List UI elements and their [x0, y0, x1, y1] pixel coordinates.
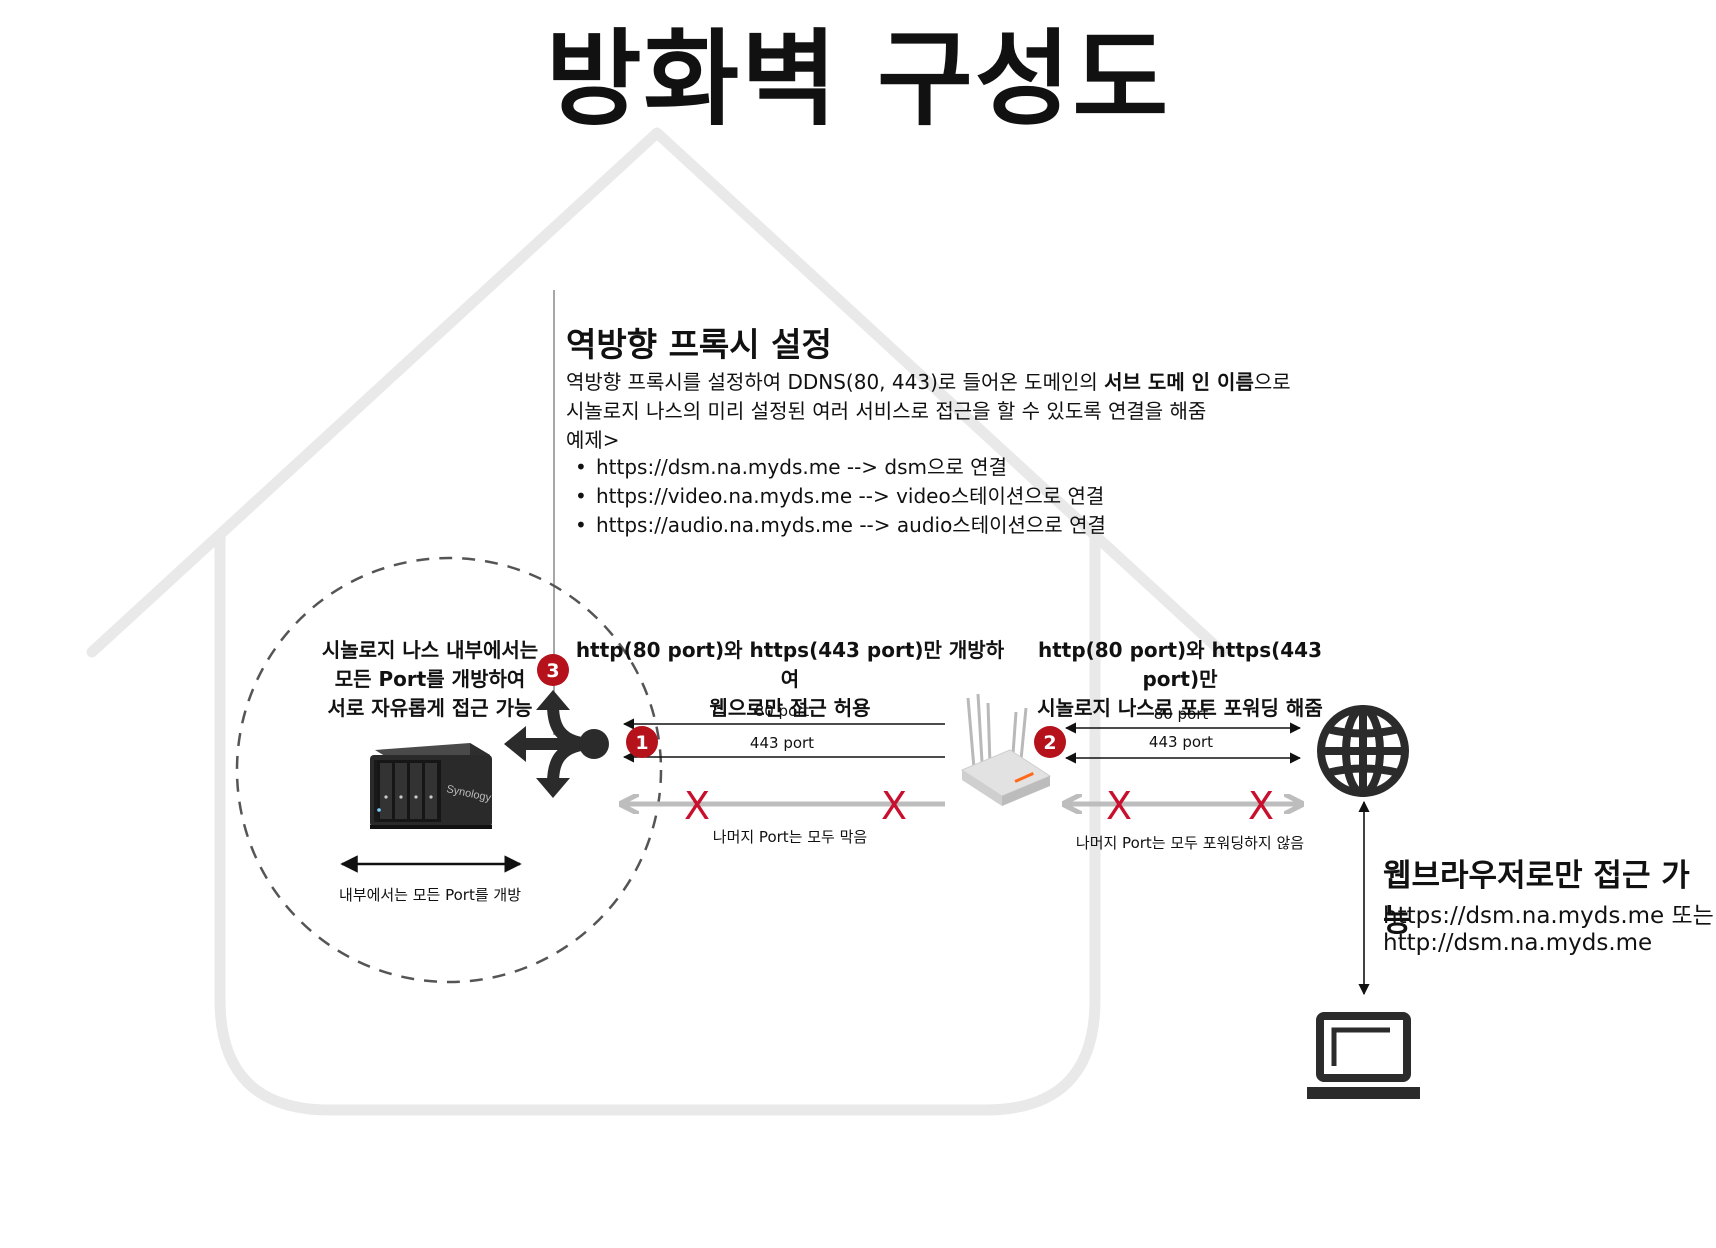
page-title: 방화벽 구성도 [545, 18, 1171, 140]
proxy-examples-list: https://dsm.na.myds.me --> dsm으로 연결 http… [566, 453, 1106, 540]
blocked-x-mark: X [881, 784, 907, 828]
router-label: http(80 port)와 https(443 port)만 시놀로지 나스로… [1010, 636, 1350, 723]
routing-icon [504, 690, 609, 798]
house-outline [86, 127, 1228, 1116]
web-access-url-1: https://dsm.na.myds.me 또는 [1383, 903, 1714, 929]
firewall-label: http(80 port)와 https(443 port)만 개방하여 웹으로… [575, 636, 1005, 723]
list-item: https://dsm.na.myds.me --> dsm으로 연결 [566, 453, 1106, 482]
proxy-desc-line2: 시놀로지 나스의 미리 설정된 여러 서비스로 접근을 할 수 있도록 연결을 … [566, 399, 1207, 423]
router-port-80-label: 80 port [1153, 705, 1209, 723]
router-port-443-label: 443 port [1148, 733, 1214, 751]
proxy-desc-bold: 서브 도메 인 이름 [1104, 370, 1254, 394]
proxy-desc-line3: 예제> [566, 428, 620, 452]
proxy-desc-text: 역방향 프록시를 설정하여 DDNS(80, 443)로 들어온 도메인의 [566, 370, 1105, 394]
proxy-heading: 역방향 프록시 설정 [566, 325, 832, 364]
web-access-url-2: http://dsm.na.myds.me [1383, 930, 1653, 956]
svg-text:3: 3 [546, 660, 559, 682]
blocked-x-mark: X [1248, 784, 1274, 828]
list-item: https://video.na.myds.me --> video스테이션으로… [566, 482, 1106, 511]
firewall-blocked-label: 나머지 Port는 모두 막음 [712, 828, 868, 846]
firewall-label-line: 웹으로만 접근 허용 [709, 696, 871, 720]
nas-label-line: 시놀로지 나스 내부에서는 [321, 638, 539, 662]
globe-icon [1317, 705, 1409, 797]
proxy-desc-line1: 역방향 프록시를 설정하여 DDNS(80, 443)로 들어온 도메인의 서브… [566, 368, 1291, 397]
badge-2: 2 [1034, 726, 1066, 758]
blocked-x-mark: X [684, 784, 710, 828]
firewall-port-80-label: 80 port [754, 702, 810, 720]
svg-text:1: 1 [635, 732, 648, 754]
nas-internal-label: 시놀로지 나스 내부에서는 모든 Port를 개방하여 서로 자유롭게 접근 가… [300, 636, 560, 723]
list-item: https://audio.na.myds.me --> audio스테이션으로… [566, 511, 1106, 540]
router-label-line: 시놀로지 나스로 포트 포워딩 해줌 [1037, 696, 1323, 720]
nas-internal-circle [235, 556, 663, 984]
firewall-port-443-label: 443 port [749, 734, 815, 752]
nas-open-all-label: 내부에서는 모든 Port를 개방 [338, 886, 522, 904]
router-icon [960, 693, 1052, 806]
web-access-title: 웹브라우저로만 접근 가능 [1383, 858, 1690, 939]
badge-1: 1 [626, 726, 658, 758]
nas-label-line: 모든 Port를 개방하여 [334, 667, 526, 691]
router-blocked-label: 나머지 Port는 모두 포워딩하지 않음 [1075, 834, 1305, 852]
svg-text:2: 2 [1043, 732, 1056, 754]
firewall-label-line: http(80 port)와 https(443 port)만 개방하여 [575, 638, 1005, 691]
laptop-icon [1307, 1012, 1420, 1099]
nas-device-icon: Synology [370, 743, 493, 829]
proxy-description: 역방향 프록시를 설정하여 DDNS(80, 443)로 들어온 도메인의 서브… [566, 368, 1291, 455]
router-label-line: http(80 port)와 https(443 port)만 [1037, 638, 1323, 691]
proxy-desc-text: 으로 [1253, 370, 1291, 394]
nas-label-line: 서로 자유롭게 접근 가능 [327, 696, 533, 720]
badge-3: 3 [537, 654, 569, 686]
blocked-x-mark: X [1106, 784, 1132, 828]
